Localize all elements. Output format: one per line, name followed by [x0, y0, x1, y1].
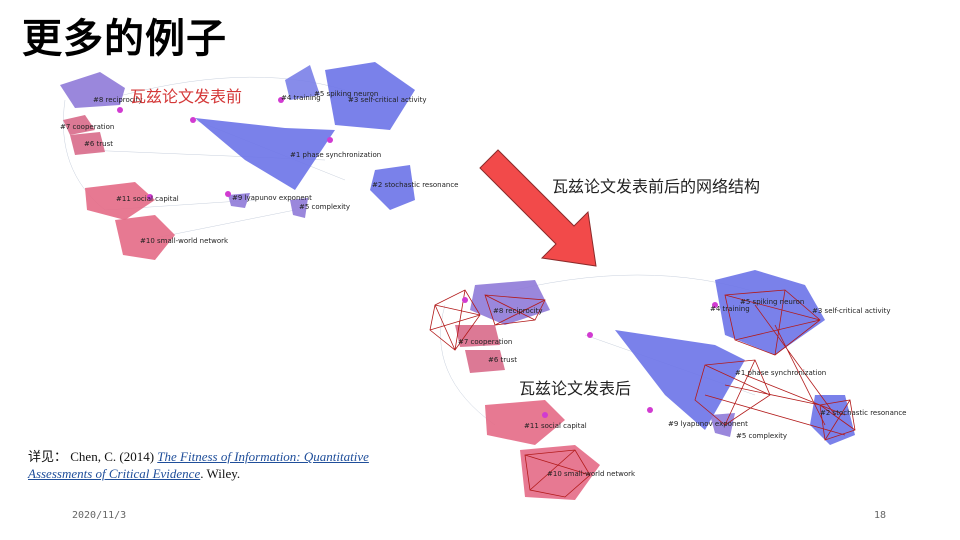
label-phase-after: #1 phase synchronization	[735, 369, 826, 377]
citation: 详见： Chen, C. (2014) The Fitness of Infor…	[28, 448, 408, 482]
label-stochastic: #2 stochastic resonance	[372, 181, 458, 189]
arrow-graphic	[470, 140, 610, 270]
label-complexity: #5 complexity	[299, 203, 350, 211]
label-social-capital: #11 social capital	[116, 195, 179, 203]
label-self-critical: #3 self-critical activity	[348, 96, 427, 104]
label-self-critical-after: #3 self-critical activity	[812, 307, 891, 315]
label-complexity-after: #5 complexity	[736, 432, 787, 440]
label-small-world-after: #10 small-world network	[547, 470, 635, 478]
label-small-world: #10 small-world network	[140, 237, 228, 245]
label-cooperation-after: #7 cooperation	[458, 338, 512, 346]
label-trust: #6 trust	[84, 140, 113, 148]
label-lyapunov: #9 lyapunov exponent	[232, 194, 312, 202]
page-number: 18	[874, 510, 886, 521]
label-training-after: #4 training	[710, 305, 750, 313]
citation-suffix: . Wiley.	[200, 466, 240, 481]
label-trust-after: #6 trust	[488, 356, 517, 364]
label-reciprocity-after: #8 reciprocity	[493, 307, 543, 315]
label-cooperation: #7 cooperation	[60, 123, 114, 131]
label-spiking-after: #5 spiking neuron	[740, 298, 804, 306]
label-lyapunov-after: #9 lyapunov exponent	[668, 420, 748, 428]
network-before-image	[45, 60, 485, 270]
caption-before: 瓦兹论文发表前	[130, 83, 242, 107]
label-stochastic-after: #2 stochastic resonance	[820, 409, 906, 417]
label-phase-sync: #1 phase synchronization	[290, 151, 381, 159]
citation-prefix: 详见： Chen, C. (2014)	[28, 449, 157, 464]
label-social-after: #11 social capital	[524, 422, 587, 430]
slide-date: 2020/11/3	[72, 510, 126, 521]
slide-title: 更多的例子	[22, 6, 227, 64]
network-after-image	[425, 265, 905, 510]
caption-after: 瓦兹论文发表后	[519, 375, 631, 399]
cluster-reciprocity-after	[470, 280, 550, 325]
